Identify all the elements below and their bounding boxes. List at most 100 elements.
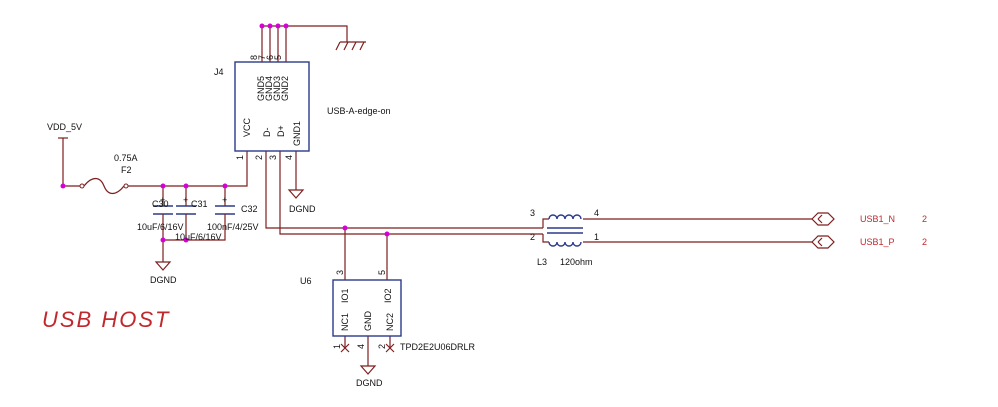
port-net: USB1_P [860,237,895,247]
dgnd-symbol-u6: DGND [356,365,383,388]
esd-body [332,279,402,337]
pin-number: 2 [377,344,387,349]
chassis-ground-symbol [335,41,366,51]
esd-ref: U6 [300,276,312,286]
dgnd-label: DGND [356,378,383,388]
pin-number: 4 [356,344,366,349]
capacitor-ref: C30 [152,199,169,209]
pin-name: GND [363,311,373,332]
pin-number: 1 [332,344,342,349]
wire-vbus [128,151,248,187]
connector-ref: J4 [214,67,224,77]
junction-dot [183,237,189,243]
wire-j4-shield [262,25,348,42]
wire-j4-gnd-pins [261,26,287,62]
choke-coil-top [548,214,582,220]
pin-number: 4 [284,155,294,160]
capacitor-c31: + C31 10uF/6/16V [175,195,222,242]
fuse-ref: F2 [121,165,132,175]
port-sheet: 2 [922,237,927,247]
port-usb1-n: USB1_N 2 [811,212,927,226]
choke-pin: 4 [594,208,599,218]
choke-value: 120ohm [560,257,593,267]
capacitor-c32: + C32 100nF/4/25V [207,195,259,232]
junction-dot [183,183,189,189]
vdd-5v-symbol: VDD_5V [47,122,82,139]
pin-name: D- [262,128,272,138]
port-sheet: 2 [922,214,927,224]
dgnd-symbol-j4: DGND [287,189,316,214]
pin-name: GND5 [256,76,266,101]
pin-number: 3 [335,270,345,275]
chassis-ground-icon [335,41,366,51]
pin-name: NC2 [385,313,395,331]
junction-dot [60,183,66,189]
ground-icon [154,261,172,271]
ground-icon [359,365,377,375]
port-icon [811,212,835,226]
dgnd-symbol-caps: DGND [150,261,177,285]
fuse-terminal [123,183,129,189]
port-net: USB1_N [860,214,895,224]
pin-name: GND1 [292,121,302,146]
esd-u6: U6 TPD2E2U06DRLR IO1 IO2 NC1 GND NC2 3 5… [300,270,476,353]
pin-number: 6 [265,55,275,60]
choke-coil-bottom [548,241,582,247]
connector-j4: J4 USB-A-edge-on GND5 GND4 GND3 GND2 8 7… [214,55,391,160]
svg-text:+: + [160,195,165,205]
pin-number: 3 [268,155,278,160]
pin-name: IO2 [383,288,393,303]
junction-dot [259,23,265,29]
dgnd-label: DGND [289,204,316,214]
choke-ref: L3 [537,257,547,267]
junction-dot [160,237,166,243]
pin-name: VCC [242,117,252,137]
schematic-title: USB HOST [42,307,170,332]
capacitor-value: 10uF/6/16V [137,222,184,232]
junction-dot [222,183,228,189]
capacitor-c30: + C30 10uF/6/16V [137,195,184,232]
capacitor-value: 10uF/6/16V [175,232,222,242]
no-connect-icon [340,343,350,353]
svg-text:+: + [183,195,188,205]
no-connect-icon [385,343,395,353]
fuse-icon [83,177,125,195]
junction-dot [342,225,348,231]
pin-number: 8 [249,55,259,60]
pin-number: 1 [235,155,245,160]
pin-number: 7 [257,55,267,60]
capacitor-ref: C32 [241,204,258,214]
wires [62,25,812,366]
wire-d-minus [265,151,543,229]
esd-part: TPD2E2U06DRLR [400,342,476,352]
wire-u6-nc [344,336,391,348]
vdd-5v-label: VDD_5V [47,122,82,132]
junction-dot [267,23,273,29]
ground-icon [287,189,305,199]
port-icon [811,235,835,249]
choke-l3: 3 4 2 1 L3 120ohm [530,208,599,267]
fuse-terminal [79,183,85,189]
junction-dot [275,23,281,29]
pin-name: NC1 [340,313,350,331]
capacitor-ref: C31 [191,199,208,209]
dgnd-label: DGND [150,275,177,285]
pin-name: IO1 [340,288,350,303]
junction-dot [283,23,289,29]
pin-number: 2 [254,155,264,160]
junction-dot [384,231,390,237]
svg-text:+: + [222,195,227,205]
choke-pin: 1 [594,232,599,242]
port-usb1-p: USB1_P 2 [811,235,927,249]
connector-part: USB-A-edge-on [327,106,391,116]
fuse-f2: 0.75A F2 [79,153,138,195]
pin-name: GND3 [272,76,282,101]
pin-number: 5 [273,55,283,60]
choke-pin: 3 [530,208,535,218]
junctions [60,23,390,243]
wire-vdd-to-fuse [62,138,80,187]
capacitor-icon [215,205,235,215]
junction-dot [160,183,166,189]
choke-pin: 2 [530,232,535,242]
